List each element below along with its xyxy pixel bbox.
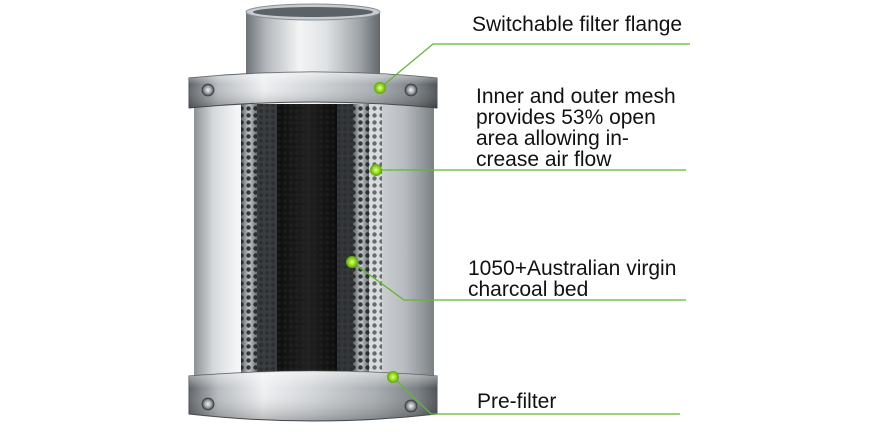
leader-line-charcoal [351, 261, 686, 301]
callout-mesh-line: Inner and outer mesh [476, 85, 676, 108]
callout-mesh-label: Inner and outer mesh provides 53% open a… [476, 86, 676, 170]
marker-dot-flange [374, 82, 386, 94]
callout-prefilter-label: Pre-filter [477, 390, 557, 413]
marker-dot-mesh [370, 164, 382, 176]
filter-cutaway [241, 104, 382, 386]
callout-mesh-line: provides 53% open [476, 106, 656, 129]
leader-line-flange [379, 43, 690, 89]
marker-dots [346, 82, 399, 383]
callout-mesh-line: crease air flow [476, 148, 612, 171]
bottom-band [188, 370, 438, 422]
callout-mesh-line: area allowing in- [476, 127, 629, 150]
callout-charcoal-line: 1050+Australian virgin [468, 257, 677, 280]
screw-icon [201, 83, 418, 413]
callout-charcoal-line: charcoal bed [468, 278, 589, 301]
leader-lines [351, 43, 690, 415]
marker-dot-charcoal [346, 256, 358, 268]
leader-line-prefilter [392, 376, 680, 415]
callout-charcoal-label: 1050+Australian virgin charcoal bed [468, 258, 676, 300]
marker-dot-prefilter [387, 371, 399, 383]
top-band [188, 71, 438, 109]
flange-neck [245, 3, 381, 78]
callout-flange-label: Switchable filter flange [472, 13, 683, 36]
